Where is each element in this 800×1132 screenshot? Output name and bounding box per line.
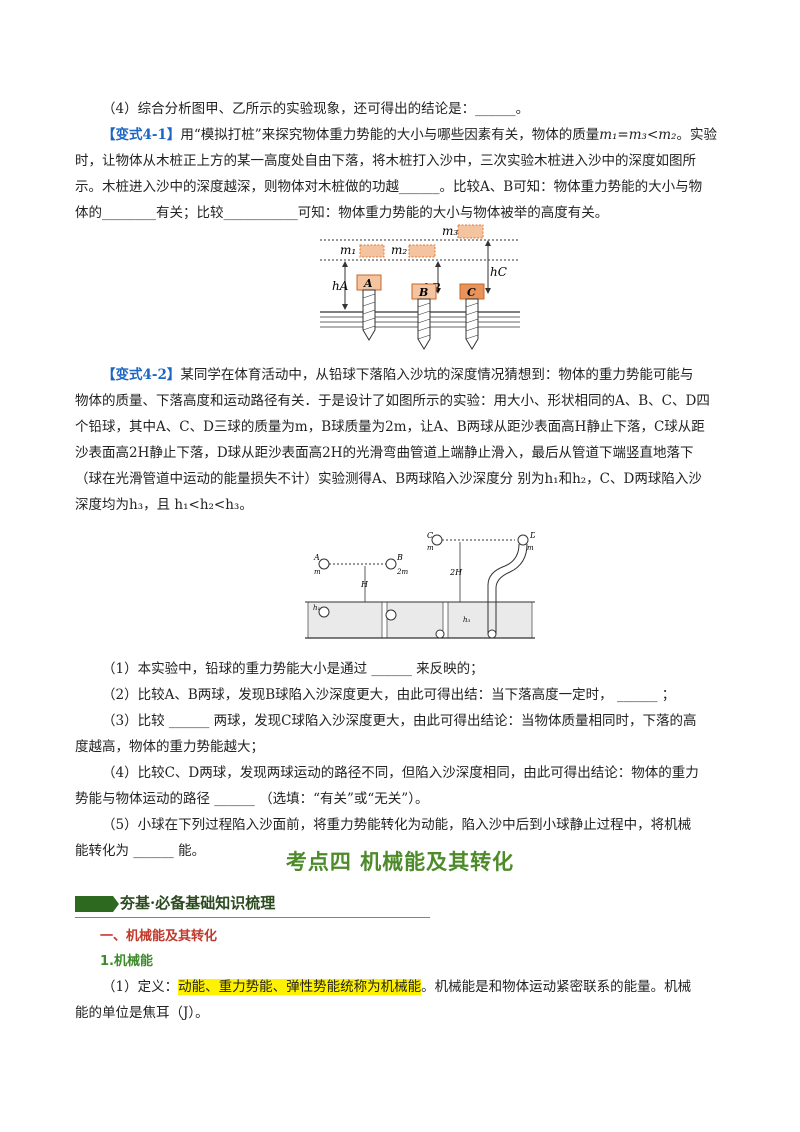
ball-D-end <box>487 629 497 639</box>
subquestion-3b: 度越高，物体的重力势能越大； <box>75 739 264 755</box>
heading-mechanical-energy: 一、机械能及其转化 <box>100 929 218 944</box>
variant-4-2-line1: 【变式4-2】某同学在体育活动中，从铅球下落陷入沙坑的深度情况猜想到：物体的重力… <box>75 362 730 388</box>
question-4: （4）综合分析图甲、乙所示的实验现象，还可得出的结论是：______。 <box>102 101 530 117</box>
variant-4-2-tag: 【变式4-2】 <box>102 367 181 383</box>
label-m3: m₃ <box>442 224 458 238</box>
ball-A-end <box>318 606 330 618</box>
fig2-label-h3: h₃ <box>463 616 471 624</box>
lead-ball-sand-figure: A m B 2m H h₁ C m 2H D m h₃ <box>305 531 535 639</box>
variant-4-1-text2: 。实验 <box>676 127 717 143</box>
mass-relation: m₁=m₃<m₂ <box>599 127 677 143</box>
subquestion-5b: 能转化为 ______ 能。 <box>75 843 206 859</box>
variant-4-1-line2: 时，让物体从木桩正上方的某一高度处自由下落，将木桩打入沙中，三次实验木桩进入沙中… <box>75 153 696 169</box>
label-C: C <box>467 286 476 299</box>
label-hC: hC <box>490 265 507 279</box>
ball-B-start <box>385 558 397 570</box>
label-A: A <box>363 277 373 290</box>
ball-B-end <box>385 609 397 621</box>
subheading-mechanical-energy: 1.机械能 <box>100 954 153 969</box>
variant-4-2-text1: 某同学在体育活动中，从铅球下落陷入沙坑的深度情况猜想到：物体的重力势能可能与 <box>180 367 694 383</box>
variant-4-1-line1: 【变式4-1】用“模拟打桩”来探究物体重力势能的大小与哪些因素有关，物体的质量m… <box>75 122 730 148</box>
label-B: B <box>418 286 428 299</box>
label-m2: m₂ <box>391 243 407 257</box>
subquestion-2: （2）比较A、B两球，发现B球陷入沙深度更大，由此可得出结：当下落高度一定时， … <box>102 687 676 703</box>
fig2-label-B: B <box>396 553 403 562</box>
variant-4-2-line4: 沙表面高2H静止下落，D球从距沙表面高2H的光滑弯曲管道上端静止滑入，最后从管道… <box>75 445 694 461</box>
m1-block <box>359 244 385 258</box>
definition-line1: （1）定义：动能、重力势能、弹性势能统称为机械能。机械能是和物体运动紧密联系的能… <box>75 974 730 1000</box>
section-banner-arrow <box>75 896 119 912</box>
fig2-label-C: C <box>427 531 433 540</box>
fig2-label-A: A <box>313 553 320 562</box>
fig2-label-Cm: m <box>427 544 434 552</box>
banner-divider <box>75 917 430 918</box>
m3-block <box>457 224 484 239</box>
fig2-label-D: D <box>529 531 535 540</box>
label-hA: hA <box>332 279 349 293</box>
variant-4-1-line4: 体的________有关；比较___________可知：物体重力势能的大小与物… <box>75 205 609 221</box>
definition-line2: 能的单位是焦耳（J）。 <box>75 1005 209 1021</box>
variant-4-1-text1: 用“模拟打桩”来探究物体重力势能的大小与哪些因素有关，物体的质量 <box>180 127 600 143</box>
definition-prefix: （1）定义： <box>102 979 179 995</box>
subquestion-4a: （4）比较C、D两球，发现两球运动的路径不同，但陷入沙深度相同，由此可得出结论：… <box>102 765 699 781</box>
label-m1: m₁ <box>340 243 356 257</box>
fig2-label-H: H <box>360 580 369 589</box>
fig2-label-2H: 2H <box>449 568 463 577</box>
section-title: 考点四 机械能及其转化 <box>285 850 515 874</box>
variant-4-2-line3: 个铅球，其中A、C、D三球的质量为m，B球质量为2m，让A、B两球从距沙表面高H… <box>75 419 705 435</box>
subquestion-4b: 势能与物体运动的路径 ______ （选填：“有关”或“无关”）。 <box>75 791 429 807</box>
subquestion-3a: （3）比较 ______ 两球，发现C球陷入沙深度更大，由此可得出结论：当物体质… <box>102 713 697 729</box>
variant-4-2-line2: 物体的质量、下落高度和运动路径有关．于是设计了如图所示的实验：用大小、形状相同的… <box>75 393 710 409</box>
pile-driving-figure: m₃ m₁ m₂ hA hB hC A B C <box>320 224 520 350</box>
definition-highlight: 动能、重力势能、弹性势能统称为机械能 <box>178 979 422 995</box>
fig2-label-Am: m <box>314 568 321 576</box>
fig2-label-h1: h₁ <box>313 604 321 612</box>
m2-block <box>408 244 436 258</box>
ball-D-start <box>517 534 529 546</box>
ball-C-end <box>435 629 445 639</box>
section-banner-label: 夯基·必备基础知识梳理 <box>120 894 276 912</box>
variant-4-2-line5: （球在光滑管道中运动的能量损失不计）实验测得A、B两球陷入沙深度分 别为h₁和h… <box>75 471 702 487</box>
subquestion-5a: （5）小球在下列过程陷入沙面前，将重力势能转化为动能，陷入沙中后到小球静止过程中… <box>102 817 692 833</box>
variant-4-1-tag: 【变式4-1】 <box>102 127 181 143</box>
subquestion-1: （1）本实验中，铅球的重力势能大小是通过 ______ 来反映的； <box>102 661 484 677</box>
variant-4-2-line6: 深度均为h₃，且 h₁<h₂<h₃。 <box>75 497 253 513</box>
definition-rest: 。机械能是和物体运动紧密联系的能量。机械 <box>421 979 692 995</box>
fig2-label-B2m: 2m <box>396 568 408 576</box>
fig2-label-Dm: m <box>527 544 534 552</box>
variant-4-1-line3: 示。木桩进入沙中的深度越深，则物体对木桩做的功越______。比较A、B可知：物… <box>75 179 703 195</box>
